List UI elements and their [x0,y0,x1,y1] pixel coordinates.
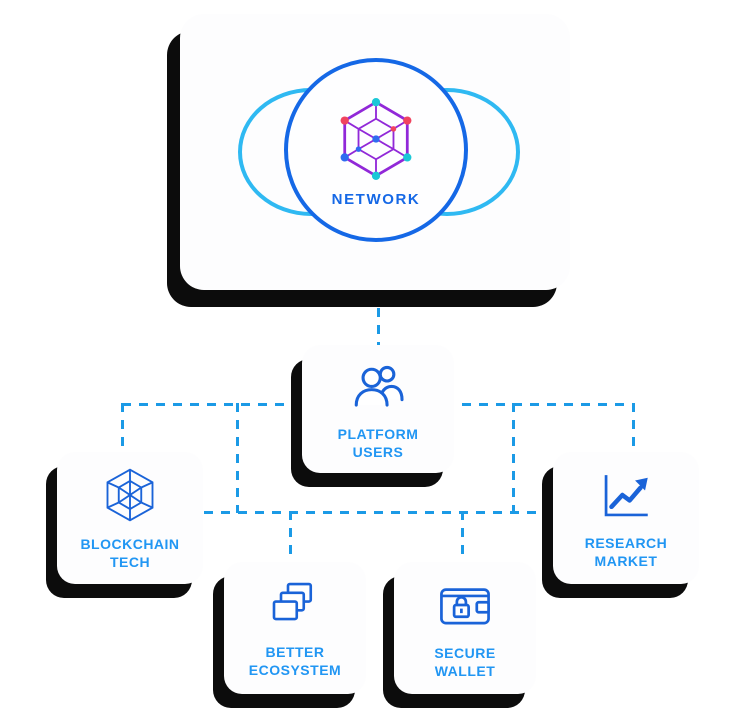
connector-to-blockchain [121,403,124,455]
connector-to-ecosystem [289,511,292,567]
network-hub-circle: NETWORK [284,58,468,242]
node-label: BLOCKCHAIN TECH [80,535,180,570]
users-icon [349,357,407,415]
connector-mid-left [236,403,239,513]
node-label: PLATFORM USERS [337,425,419,460]
node-better-ecosystem: BETTER ECOSYSTEM [224,562,366,694]
connector-mid-right [512,403,515,513]
connector-root-to-users [377,291,380,345]
connector-to-wallet [461,511,464,567]
network-root-card: NETWORK [180,14,570,290]
node-label: BETTER ECOSYSTEM [248,643,342,678]
node-label: RESEARCH MARKET [584,534,668,569]
connector-to-research [632,403,635,455]
blockchain-wireframe-icon [100,465,160,525]
node-blockchain-tech: BLOCKCHAIN TECH [57,452,203,584]
node-research-market: RESEARCH MARKET [553,452,699,584]
node-platform-users: PLATFORM USERS [302,345,454,473]
connector-lower-horizontal [204,511,552,514]
node-secure-wallet: SECURE WALLET [394,562,536,694]
stacked-layers-icon [267,577,323,633]
network-label: NETWORK [331,190,421,208]
node-label: SECURE WALLET [434,644,496,679]
growth-chart-icon [597,466,655,524]
hexagon-network-icon [330,93,422,185]
wallet-lock-icon [436,576,494,634]
